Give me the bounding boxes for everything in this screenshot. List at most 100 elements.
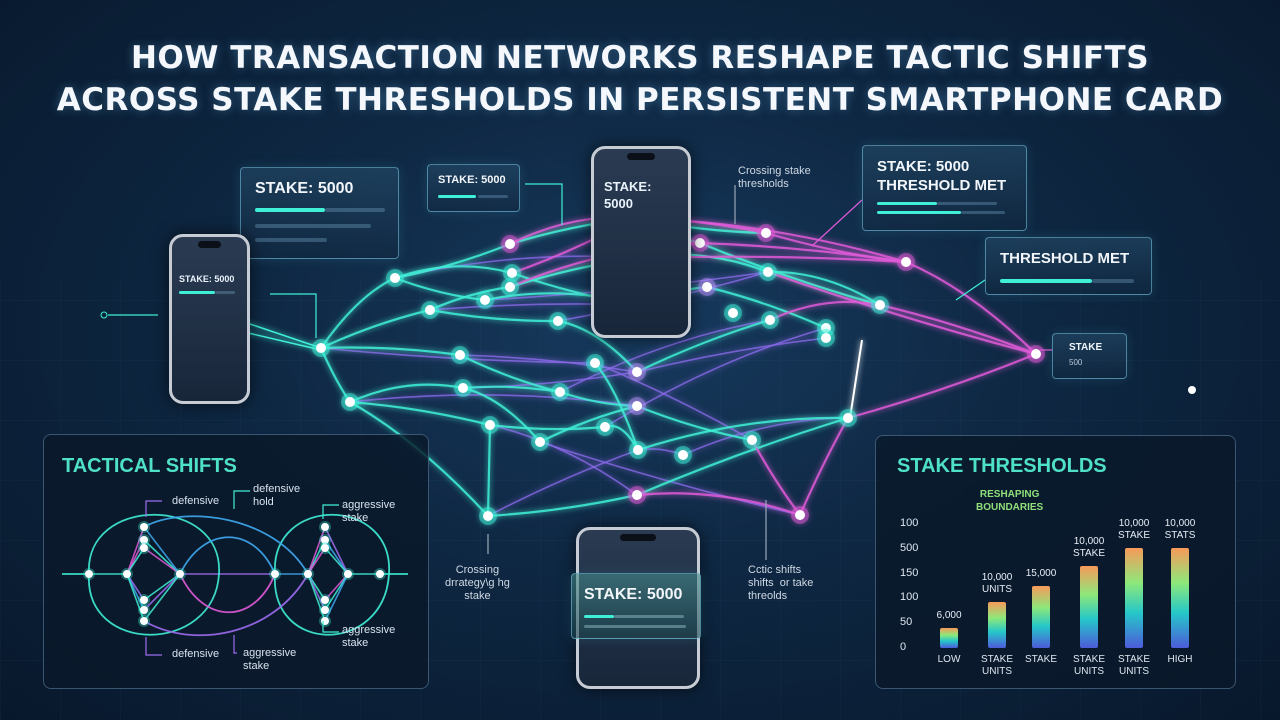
network-edge bbox=[559, 319, 771, 393]
network-node bbox=[345, 397, 355, 407]
network-node bbox=[485, 420, 495, 430]
tactical-edge bbox=[307, 573, 326, 622]
network-node bbox=[555, 387, 565, 397]
tactical-edge bbox=[126, 573, 145, 622]
progress-bar bbox=[877, 211, 961, 214]
x-category-label: STAKE UNITS bbox=[980, 654, 1014, 677]
network-edge bbox=[636, 318, 771, 373]
label-pointer bbox=[233, 490, 250, 509]
network-edge bbox=[459, 354, 638, 373]
network-node bbox=[695, 238, 705, 248]
progress-track bbox=[255, 238, 327, 242]
phone-top: STAKE: 5000 bbox=[591, 146, 691, 338]
tactical-edge bbox=[324, 573, 349, 622]
progress-track bbox=[584, 625, 686, 628]
stake-thresholds-title: STAKE THRESHOLDS bbox=[897, 455, 1107, 477]
pointer-arrow bbox=[811, 199, 863, 247]
threshold-met-card: THRESHOLD MET bbox=[985, 237, 1152, 295]
network-edge bbox=[487, 449, 639, 517]
tactical-node bbox=[321, 536, 329, 544]
stake-thresholds-panel: STAKE THRESHOLDS RESHAPING BOUNDARIES 10… bbox=[875, 435, 1236, 689]
tactical-edge bbox=[143, 573, 181, 622]
label-aggressive-top: aggressive stake bbox=[342, 499, 396, 524]
tactical-flow bbox=[143, 573, 309, 637]
tactical-node bbox=[123, 570, 131, 578]
tactical-shifts-title: TACTICAL SHIFTS bbox=[62, 455, 237, 477]
tactical-node bbox=[321, 596, 329, 604]
bar-value-label: 10,000 UNITS bbox=[981, 572, 1013, 596]
stake-small-card: STAKE 500 bbox=[1052, 333, 1127, 379]
network-edge bbox=[320, 308, 431, 349]
network-node bbox=[763, 267, 773, 277]
network-edge bbox=[879, 303, 1037, 356]
network-edge bbox=[769, 300, 881, 321]
progress-track bbox=[937, 202, 997, 205]
network-edge bbox=[539, 404, 638, 443]
tactical-node bbox=[140, 544, 148, 552]
bar-value-label: 6,000 bbox=[936, 610, 962, 622]
x-category-label: LOW bbox=[937, 654, 961, 665]
network-node bbox=[795, 510, 805, 520]
x-category-label: HIGH bbox=[1167, 654, 1193, 665]
network-edge bbox=[349, 383, 464, 404]
network-node bbox=[535, 437, 545, 447]
phone-top-line2: 5000 bbox=[604, 196, 633, 211]
stake-threshold-card-line1: STAKE: 5000 bbox=[877, 158, 970, 175]
network-edge bbox=[706, 285, 827, 330]
label-aggressive-bottom-right: aggressive stake bbox=[342, 624, 396, 649]
label-defensive-hold: defensive hold bbox=[253, 483, 301, 508]
tactical-shifts-diagram bbox=[62, 490, 408, 656]
label-pointer bbox=[145, 637, 162, 656]
network-edge bbox=[489, 423, 606, 431]
network-edge bbox=[394, 276, 486, 302]
network-node bbox=[590, 358, 600, 368]
y-tick-label: 0 bbox=[900, 641, 907, 653]
network-node bbox=[821, 333, 831, 343]
chart-bar bbox=[1171, 547, 1189, 648]
phone-left: STAKE: 5000 bbox=[169, 234, 250, 404]
stake-small-line2: 500 bbox=[1069, 358, 1083, 367]
y-tick-label: 150 bbox=[900, 566, 919, 579]
network-node bbox=[483, 511, 493, 521]
network-edge bbox=[767, 270, 881, 306]
threshold-met-label: THRESHOLD MET bbox=[1000, 250, 1130, 267]
title-line-1: HOW TRANSACTION NETWORKS RESHAPE TACTIC … bbox=[130, 40, 1150, 76]
stake-card-b-label: STAKE: 5000 bbox=[438, 174, 506, 186]
tactical-node bbox=[140, 536, 148, 544]
tactical-edge bbox=[126, 547, 145, 575]
x-category-label: STAKE UNITS bbox=[1072, 654, 1106, 677]
tactical-flow bbox=[179, 536, 276, 575]
network-edge bbox=[594, 362, 753, 441]
network-node bbox=[632, 401, 642, 411]
stake-card-b: STAKE: 5000 bbox=[427, 164, 520, 212]
tactical-node bbox=[321, 544, 329, 552]
stake-card-bottom: STAKE: 5000 bbox=[571, 573, 701, 639]
progress-track bbox=[478, 195, 508, 198]
stake-threshold-card: STAKE: 5000 THRESHOLD MET bbox=[862, 145, 1027, 231]
network-edge bbox=[636, 492, 801, 517]
network-edge bbox=[459, 354, 561, 394]
network-node bbox=[553, 316, 563, 326]
network-edge bbox=[349, 400, 491, 427]
tactical-node bbox=[321, 606, 329, 614]
chart-bar bbox=[1080, 565, 1098, 648]
progress-track bbox=[614, 615, 684, 618]
progress-bar bbox=[438, 195, 476, 198]
tactical-node bbox=[176, 570, 184, 578]
network-edge bbox=[394, 265, 513, 280]
tactical-edge bbox=[307, 547, 326, 575]
tactical-edge bbox=[126, 526, 145, 575]
chart-bar bbox=[988, 602, 1006, 648]
tactical-edge bbox=[143, 526, 181, 575]
stake-card-a-label: STAKE: 5000 bbox=[255, 180, 354, 197]
network-node bbox=[632, 490, 642, 500]
tactical-shifts-panel: TACTICAL SHIFTS defensive defensive hold… bbox=[43, 434, 429, 689]
y-tick-label: 500 bbox=[900, 541, 919, 554]
tactical-node bbox=[85, 570, 93, 578]
label-defensive-top: defensive bbox=[172, 495, 220, 507]
pointer-arrow bbox=[525, 183, 563, 225]
network-edge bbox=[394, 242, 511, 280]
pointer-arrow bbox=[270, 293, 317, 338]
phone-connector bbox=[243, 331, 322, 351]
